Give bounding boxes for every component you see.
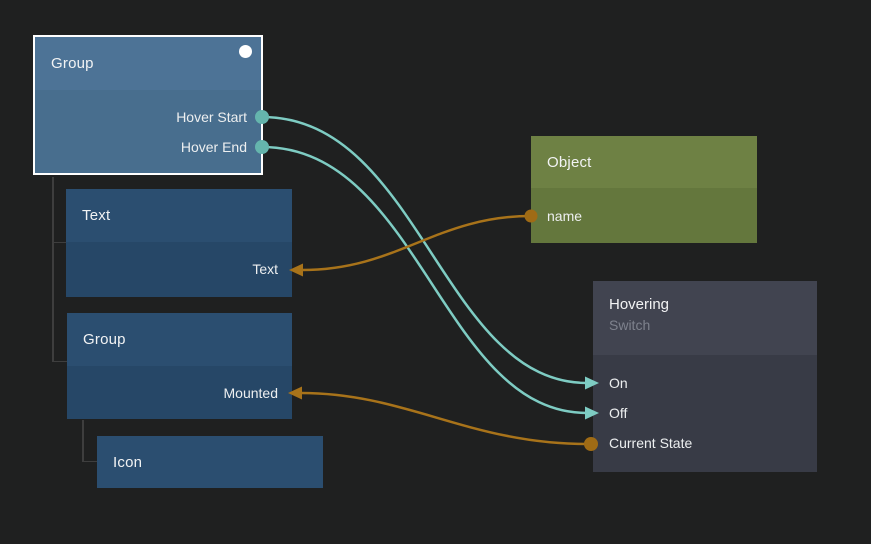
port-mounted[interactable]: Mounted [223,385,278,401]
node-title: Object [547,153,592,171]
node-title: Icon [113,453,143,471]
node-text[interactable]: Text Text [66,189,292,297]
tree-line-vertical-1 [52,177,54,362]
node-group-child[interactable]: Group Mounted [67,313,292,419]
node-title: Group [83,331,126,348]
port-text-input[interactable]: Text [252,261,278,277]
port-hover-end[interactable]: Hover End [180,139,247,155]
node-object[interactable]: Object name [531,136,757,243]
wire-name-to-text[interactable] [300,214,533,272]
node-hovering-switch[interactable]: Hovering Switch On Off Current State [593,281,817,472]
tree-line-elbow-group2 [52,360,67,362]
port-current-state[interactable]: Current State [609,435,693,451]
tree-line-elbow-icon [82,460,97,462]
node-title: Hovering [609,296,670,313]
port-name[interactable]: name [547,208,583,224]
wire-current-state-to-mounted[interactable] [299,391,593,446]
tree-line-vertical-2 [82,420,84,462]
node-subtitle: Switch [609,317,651,333]
port-off[interactable]: Off [609,405,628,421]
port-hover-start[interactable]: Hover Start [176,109,247,125]
port-on[interactable]: On [609,375,628,391]
tree-line-elbow-text [52,241,66,243]
node-title: Group [51,55,94,72]
node-title: Text [82,207,111,224]
node-group-root[interactable]: Group Hover Start Hover End [33,35,263,175]
node-status-dot [239,45,252,58]
node-icon[interactable]: Icon [97,436,323,488]
